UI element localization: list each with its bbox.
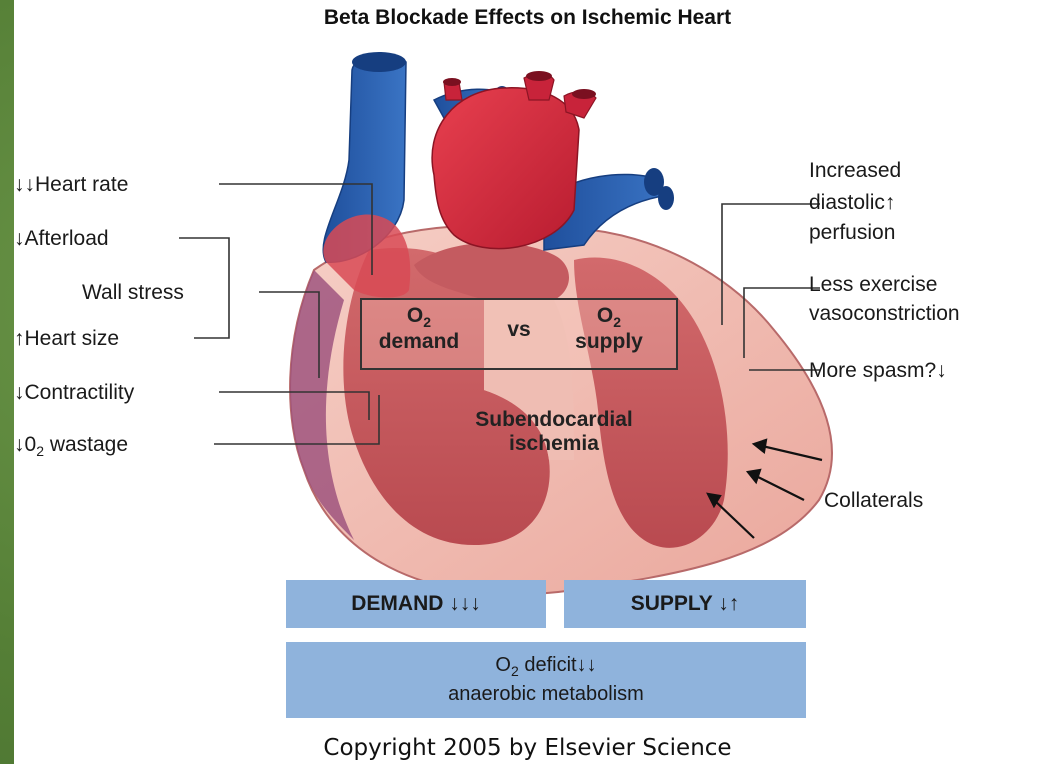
demand-box: DEMAND ↓↓↓ <box>286 580 546 628</box>
label-o2-wastage: ↓02 wastage <box>14 434 128 458</box>
o2-deficit-line1: O2 deficit↓↓ <box>495 652 596 681</box>
supply-box: SUPPLY ↓↑ <box>564 580 806 628</box>
subendocardial-ischemia-label: Subendocardialischemia <box>454 408 654 456</box>
diagram-panel: Beta Blockade Effects on Ischemic Heart <box>14 0 1041 764</box>
label-afterload: ↓Afterload <box>14 228 109 249</box>
label-less-exercise: Less exercise <box>809 274 937 295</box>
label-more-spasm: More spasm?↓ <box>809 360 947 381</box>
o2-demand-label: O2demand <box>364 304 474 354</box>
label-wall-stress: Wall stress <box>82 282 184 303</box>
o2-deficit-box: O2 deficit↓↓ anaerobic metabolism <box>286 642 806 718</box>
label-increased: Increased <box>809 160 901 181</box>
label-heart-size: ↑Heart size <box>14 328 119 349</box>
label-collaterals: Collaterals <box>824 490 923 511</box>
o2-supply-label: O2supply <box>554 304 664 354</box>
label-diastolic: diastolic↑ <box>809 192 895 213</box>
aortic-branch-1-opening <box>443 78 461 86</box>
vena-cava-opening <box>352 52 406 72</box>
copyright-text: Copyright 2005 by Elsevier Science <box>14 735 1041 761</box>
label-vasoconstriction: vasoconstriction <box>809 303 960 324</box>
aorta <box>432 88 579 249</box>
label-contractility: ↓Contractility <box>14 382 134 403</box>
aortic-branch-3-opening <box>572 89 596 99</box>
o2-deficit-line2: anaerobic metabolism <box>448 681 644 708</box>
aortic-branch-2-opening <box>526 71 552 81</box>
label-heart-rate: ↓↓Heart rate <box>14 174 128 195</box>
leader-afterload <box>179 238 229 338</box>
pulmonary-opening-2 <box>658 186 674 210</box>
vs-label: vs <box>494 318 544 342</box>
label-perfusion: perfusion <box>809 222 895 243</box>
